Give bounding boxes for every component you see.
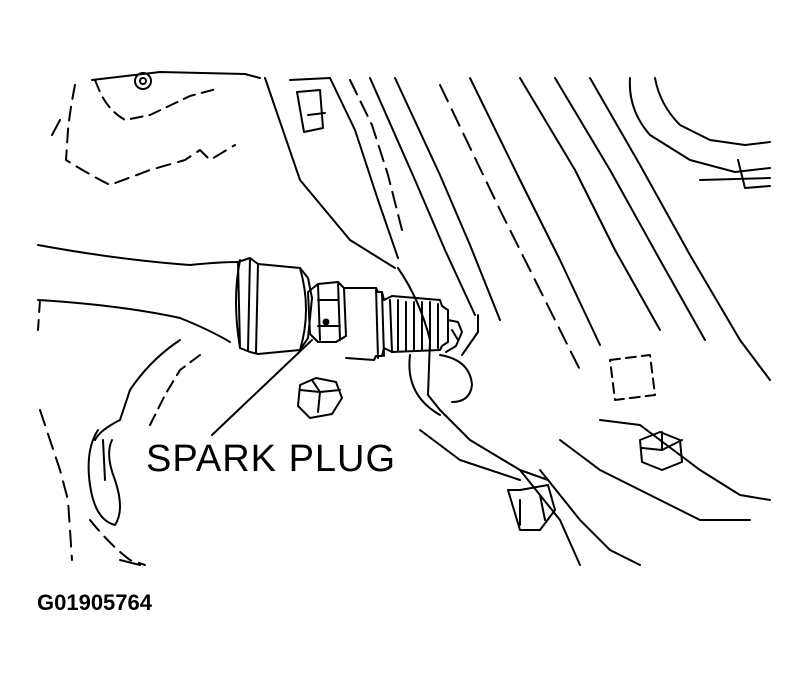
spark-plug-label: SPARK PLUG — [146, 438, 397, 480]
engine-cover-right — [419, 77, 771, 566]
mounting-bolt — [297, 377, 343, 419]
engine-housing-left — [51, 71, 261, 186]
plug-boot — [235, 257, 313, 355]
bracket-bolt-icon — [507, 484, 556, 531]
plug-wire — [37, 244, 239, 343]
lower-bracket — [397, 267, 556, 531]
spark-plug — [307, 281, 463, 361]
casting-tab — [296, 89, 324, 133]
housing-bolt-icon — [134, 72, 152, 90]
engine-housing-lower-left — [37, 299, 201, 566]
hose-loop — [87, 429, 121, 526]
cover-bolt-icon — [639, 431, 683, 471]
callout-leader-line — [211, 339, 313, 436]
figure-code: G01905764 — [37, 590, 152, 615]
engine-casting-center — [264, 77, 771, 381]
